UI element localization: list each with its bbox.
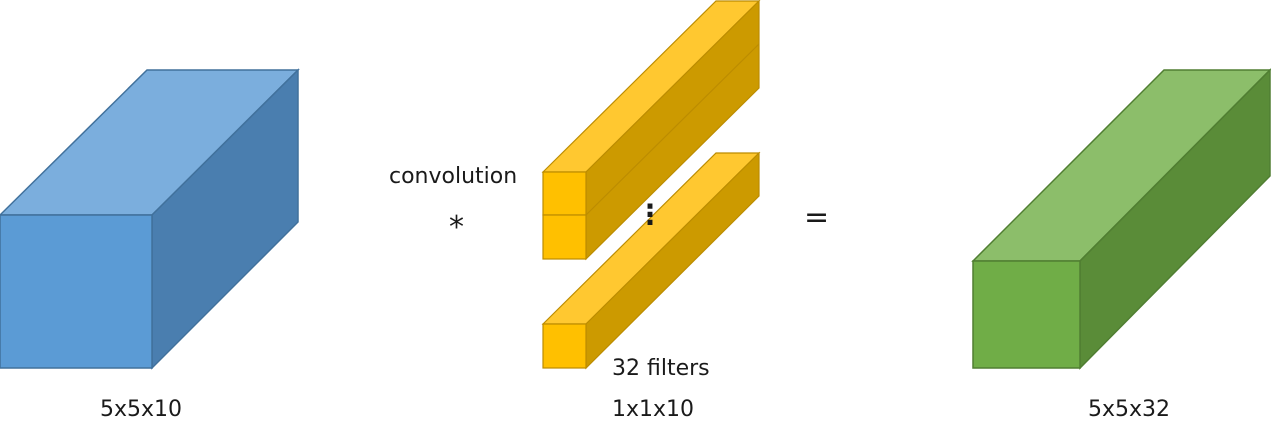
filter-stack-top xyxy=(541,0,761,261)
output-block xyxy=(971,68,1271,370)
filter-front-upper xyxy=(542,171,587,216)
filter-side-divider xyxy=(585,43,760,216)
filter-front-lower xyxy=(542,214,587,260)
filter-last-front xyxy=(542,323,587,369)
input-block-front xyxy=(0,214,153,369)
input-block-label: 5x5x10 xyxy=(100,397,183,422)
filter-size-label: 1x1x10 xyxy=(612,397,695,422)
output-block-label: 5x5x32 xyxy=(1088,397,1171,422)
input-block xyxy=(0,68,300,370)
filter-ellipsis: ⋮ xyxy=(636,198,664,231)
output-block-front xyxy=(972,260,1081,369)
filter-last xyxy=(541,151,761,370)
filter-count-label: 32 filters xyxy=(612,356,710,381)
operation-label: convolution xyxy=(389,164,518,189)
convolution-operator: * xyxy=(449,210,464,245)
equals-sign: = xyxy=(804,200,830,235)
